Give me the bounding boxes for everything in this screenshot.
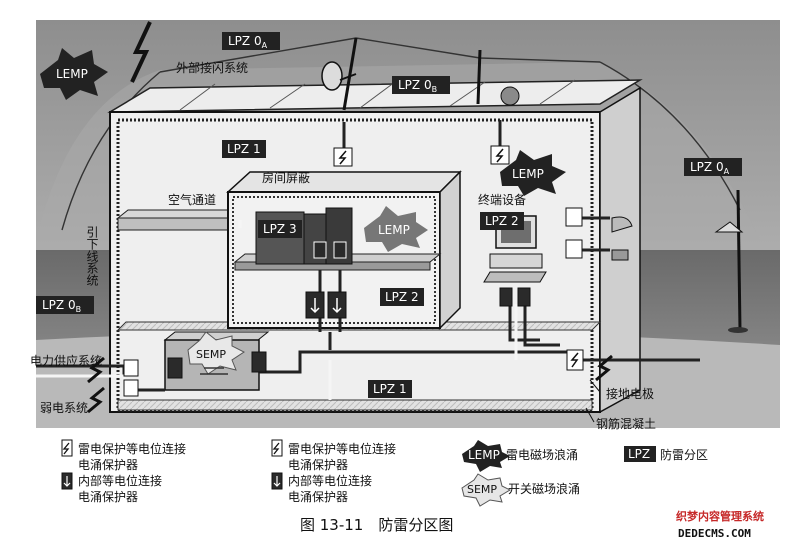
svg-text:LEMP: LEMP (378, 223, 410, 237)
svg-text:LPZ 2: LPZ 2 (385, 290, 419, 304)
zone-label-lpz3: LPZ 3 (258, 220, 302, 238)
label-terminal: 终端设备 (478, 192, 526, 207)
svg-text:电涌保护器: 电涌保护器 (288, 490, 348, 504)
legend-item-lightning-spd-2: 雷电保护等电位连接 电涌保护器 (271, 439, 396, 472)
svg-text:电涌保护器: 电涌保护器 (288, 458, 348, 472)
zone-label-lpz0b-left: LPZ 0B (36, 296, 94, 314)
zone-label-lpz1-upper: LPZ 1 (222, 140, 266, 158)
legend-item-lemp: LEMP 雷电磁场浪涌 (462, 440, 578, 472)
svg-text:LPZ: LPZ (628, 447, 650, 461)
svg-text:内部等电位连接: 内部等电位连接 (78, 473, 162, 488)
label-power-supply: 电力供应系统 (30, 353, 102, 368)
lemp-burst-left: LEMP (40, 48, 108, 100)
svg-text:开关磁场浪涌: 开关磁场浪涌 (508, 481, 580, 496)
svg-text:电涌保护器: 电涌保护器 (78, 490, 138, 504)
svg-text:LPZ 1: LPZ 1 (227, 142, 261, 156)
svg-text:LPZ 0B: LPZ 0B (398, 78, 437, 94)
figure-caption: 图 13-11 防雷分区图 (300, 516, 453, 534)
svg-text:LPZ 1: LPZ 1 (373, 382, 407, 396)
legend: 雷电保护等电位连接 电涌保护器 内部等电位连接 电涌保护器 雷电保护等电位连接 … (61, 439, 708, 507)
label-earth-electrode: 接地电极 (606, 386, 654, 401)
svg-text:LEMP: LEMP (468, 448, 500, 462)
legend-item-semp: SEMP 开关磁场浪涌 (461, 473, 580, 507)
label-air-duct: 空气通道 (168, 192, 216, 207)
roof-equipment (321, 37, 748, 333)
zone-label-lpz1-lower: LPZ 1 (368, 380, 412, 398)
zone-label-lpz0a-right: LPZ 0A (684, 158, 742, 176)
legend-item-internal-spd-2: 内部等电位连接 电涌保护器 (271, 472, 372, 504)
svg-text:电涌保护器: 电涌保护器 (78, 458, 138, 472)
spd-lightning-equipotential (123, 145, 584, 397)
legend-item-lightning-spd: 雷电保护等电位连接 电涌保护器 (61, 439, 186, 472)
svg-text:DEDECMS.COM: DEDECMS.COM (678, 527, 751, 540)
lemp-burst-mid: LEMP (500, 150, 566, 196)
svg-text:LPZ 0B: LPZ 0B (42, 298, 81, 314)
label-weak-current: 弱电系统 (40, 401, 88, 415)
zone-label-lpz2-terminal: LPZ 2 (480, 212, 524, 230)
svg-text:LPZ 2: LPZ 2 (485, 214, 519, 228)
zone-label-lpz2-room: LPZ 2 (380, 288, 424, 306)
semp-burst: SEMP (187, 331, 245, 375)
svg-text:雷电磁场浪涌: 雷电磁场浪涌 (506, 447, 578, 462)
zone-label-lpz0a-top: LPZ 0A (222, 32, 280, 50)
svg-text:雷电保护等电位连接: 雷电保护等电位连接 (78, 441, 186, 456)
svg-text:防雷分区: 防雷分区 (660, 447, 708, 462)
svg-text:LPZ 3: LPZ 3 (263, 222, 297, 236)
zone-label-lpz0b-top: LPZ 0B (392, 76, 450, 94)
label-rebar-concrete: 钢筋混凝土 (596, 416, 656, 431)
svg-text:LEMP: LEMP (56, 67, 88, 81)
label-external-lps: 外部接闪系统 (176, 60, 248, 75)
legend-item-internal-spd: 内部等电位连接 电涌保护器 (61, 472, 162, 504)
spd-internal-equipotential (167, 241, 531, 379)
lightning-bolt-icon (87, 354, 613, 414)
svg-text:雷电保护等电位连接: 雷电保护等电位连接 (288, 441, 396, 456)
lemp-burst-room: LEMP (364, 206, 428, 252)
lightning-bolt-icon (130, 21, 152, 83)
label-down-conductor: 引下线系统 (85, 226, 99, 286)
svg-text:织梦内容管理系统: 织梦内容管理系统 (676, 509, 764, 523)
label-room-shield: 房间屏蔽 (262, 170, 310, 185)
legend-item-lpz: LPZ 防雷分区 (624, 446, 708, 462)
svg-text:LPZ 0A: LPZ 0A (228, 34, 268, 50)
watermark: 织梦内容管理系统 DEDECMS.COM (676, 509, 764, 540)
svg-text:SEMP: SEMP (467, 483, 497, 496)
svg-text:内部等电位连接: 内部等电位连接 (288, 473, 372, 488)
svg-text:LPZ 0A: LPZ 0A (690, 160, 730, 176)
svg-text:LEMP: LEMP (512, 167, 544, 181)
svg-text:SEMP: SEMP (196, 348, 226, 361)
air-duct (116, 209, 247, 231)
